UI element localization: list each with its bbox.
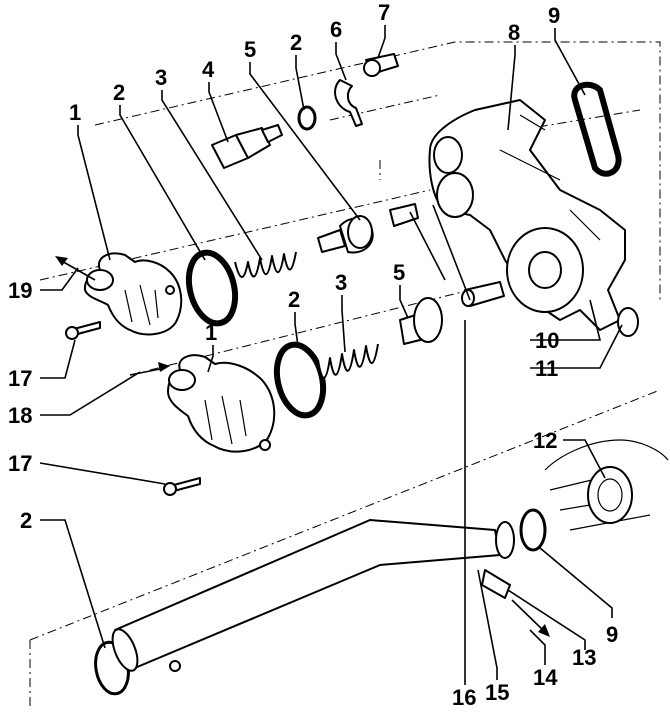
gasket-upper — [571, 81, 622, 177]
callout-17-upper: 17 — [8, 366, 32, 391]
assembly-guide-lines — [29, 41, 661, 710]
springs — [234, 251, 379, 379]
callout-19: 19 — [8, 278, 32, 303]
callout-6: 6 — [330, 17, 342, 42]
callout-8: 8 — [508, 20, 520, 45]
flow-arrows — [55, 256, 550, 637]
callout-3-upper: 3 — [155, 65, 167, 90]
callout-17-lower: 17 — [8, 451, 32, 476]
callout-3-lower: 3 — [335, 270, 347, 295]
engine-block — [544, 439, 669, 531]
callout-2-lower-left: 2 — [20, 508, 32, 533]
callout-7: 7 — [378, 0, 390, 25]
callout-5-upper: 5 — [244, 37, 256, 62]
callout-2-top: 2 — [290, 30, 302, 55]
callout-11: 11 — [535, 356, 558, 381]
callout-18: 18 — [8, 403, 32, 428]
screws — [65, 321, 201, 496]
callout-9-lower: 9 — [606, 622, 618, 647]
callout-14: 14 — [533, 665, 558, 690]
thermostats — [317, 215, 443, 345]
coolant-housing — [428, 99, 639, 337]
callout-13: 13 — [572, 645, 596, 670]
callout-2-middle: 2 — [288, 287, 300, 312]
callout-9-upper: 9 — [548, 3, 560, 28]
callout-5-lower: 5 — [393, 260, 405, 285]
coolant-pipe — [111, 508, 547, 672]
callout-15: 15 — [485, 680, 509, 705]
callout-12: 12 — [533, 428, 557, 453]
callout-1-upper: 1 — [69, 100, 81, 125]
temperature-sender — [211, 124, 283, 169]
callout-4: 4 — [202, 57, 215, 82]
clip-and-bolt — [334, 53, 399, 127]
thermostat-housing-upper — [83, 252, 183, 336]
callout-2-upper-left: 2 — [113, 80, 125, 105]
callout-16: 16 — [452, 685, 476, 710]
leader-lines — [39, 25, 623, 685]
callout-10: 10 — [535, 328, 559, 353]
coupling-pins — [389, 203, 505, 307]
thermostat-housing-lower — [167, 354, 276, 453]
callout-1-lower: 1 — [205, 320, 217, 345]
callout-labels: 1 2 3 4 5 2 6 7 8 9 19 10 11 5 3 2 1 17 … — [8, 0, 618, 710]
